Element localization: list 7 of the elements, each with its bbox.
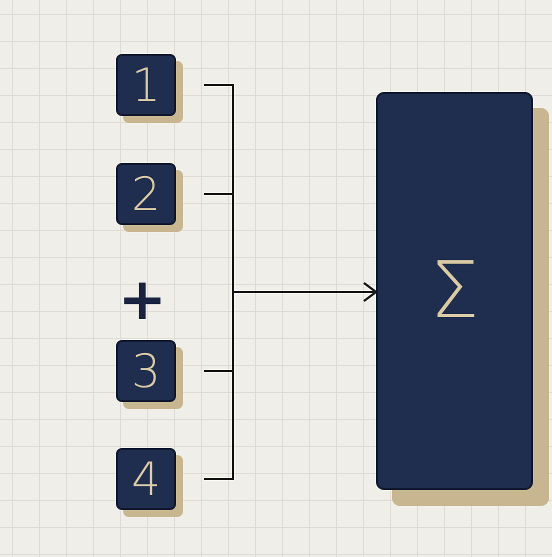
- card-number: 2: [131, 171, 161, 217]
- sum-symbol: Σ: [430, 252, 480, 330]
- card-number: 1: [131, 62, 161, 108]
- card-number: 4: [131, 456, 161, 502]
- bracket-arrow: [204, 282, 377, 480]
- plus-sign: +: [118, 270, 166, 328]
- card-number: 3: [131, 348, 161, 394]
